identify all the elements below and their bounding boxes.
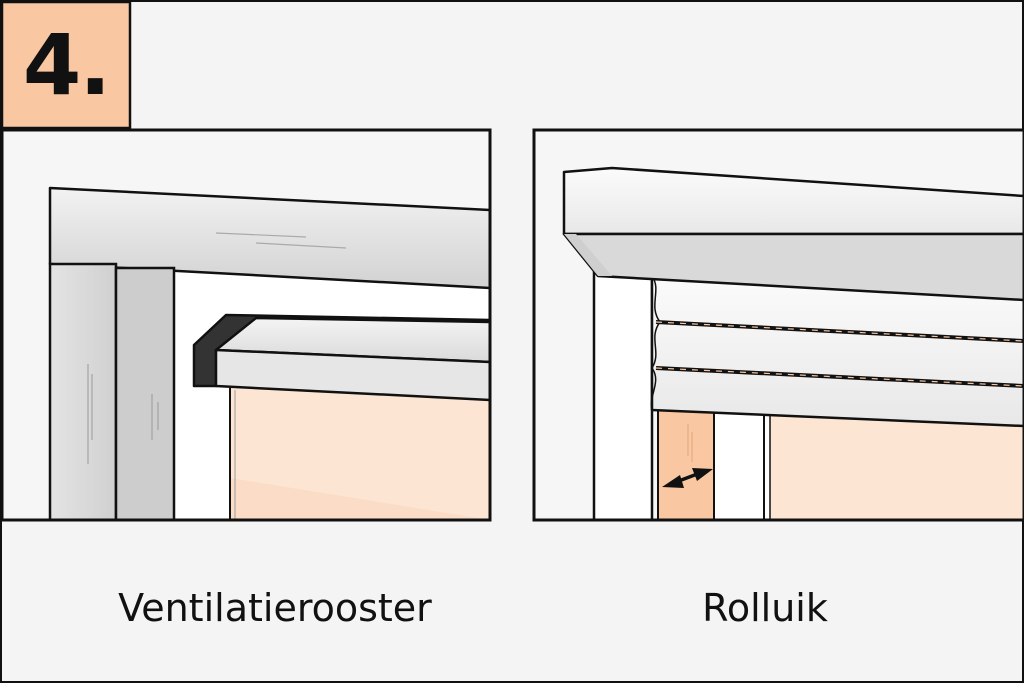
step-badge bbox=[0, 0, 132, 130]
step-number: 4. bbox=[22, 16, 111, 114]
shutter-guide-rail bbox=[657, 407, 715, 521]
wall-post bbox=[592, 270, 654, 522]
panel-shutter bbox=[532, 128, 1024, 522]
double-arrow-icon bbox=[662, 468, 713, 488]
caption-shutter: Rolluik bbox=[702, 586, 828, 630]
caption-ventilation: Ventilatierooster bbox=[118, 586, 432, 630]
frame-post bbox=[114, 266, 176, 522]
shutter-box bbox=[650, 274, 1024, 428]
panel-ventilation bbox=[0, 128, 492, 522]
window-glass bbox=[770, 414, 1024, 520]
wall-post bbox=[48, 262, 118, 522]
cap-front bbox=[562, 166, 1024, 236]
